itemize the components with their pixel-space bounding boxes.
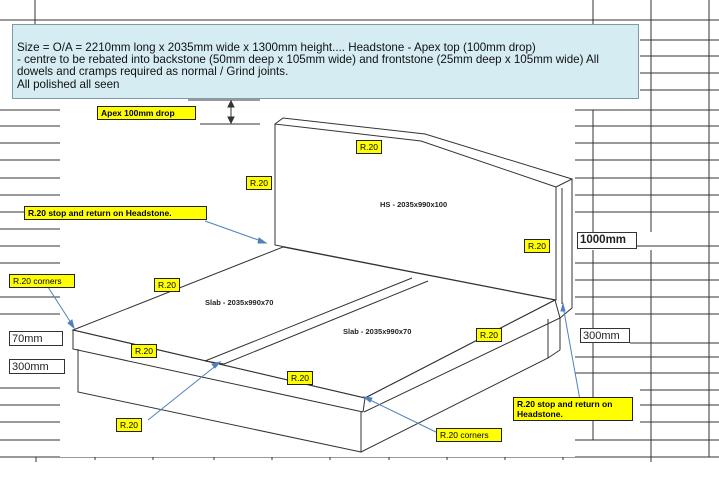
r20-label-slab-back: R.20 bbox=[154, 278, 180, 292]
r20-corners-label-right: R.20 corners bbox=[436, 428, 502, 442]
height-300mm-left-cell: 300mm bbox=[9, 359, 65, 374]
left-slab-dimensions: Slab - 2035x990x70 bbox=[205, 298, 274, 307]
right-slab-dimensions: Slab - 2035x990x70 bbox=[343, 327, 412, 336]
r20-corners-label-left: R.20 corners bbox=[9, 274, 75, 288]
r20-label-headstone-right: R.20 bbox=[524, 239, 550, 253]
r20-stop-return-line-2: Headstone. bbox=[517, 409, 563, 419]
r20-label-headstone-top: R.20 bbox=[356, 140, 382, 154]
r20-label-headstone-left: R.20 bbox=[246, 176, 272, 190]
headstone-dimensions: HS - 2035x990x100 bbox=[380, 200, 448, 209]
height-70mm-cell: 70mm bbox=[9, 331, 63, 346]
r20-label-slab-right: R.20 bbox=[476, 328, 502, 342]
spec-line-2: - centre to be rebated into backstone (5… bbox=[17, 53, 599, 67]
height-1000mm-cell: 1000mm bbox=[577, 232, 637, 249]
spec-line-1: Size = O/A = 2210mm long x 2035mm wide x… bbox=[17, 41, 536, 54]
height-300mm-right-cell: 300mm bbox=[580, 328, 630, 343]
specification-note: Size = O/A = 2210mm long x 2035mm wide x… bbox=[12, 24, 639, 99]
r20-label-base-left: R.20 bbox=[116, 418, 142, 432]
r20-label-slab-front-left: R.20 bbox=[131, 344, 157, 358]
apex-drop-label: Apex 100mm drop bbox=[97, 106, 196, 120]
r20-stop-return-line-1: R.20 stop and return on bbox=[517, 399, 613, 409]
r20-stop-return-headstone-label: R.20 stop and return on Headstone. bbox=[24, 206, 207, 220]
spec-line-4: All polished all seen bbox=[17, 77, 120, 91]
spec-line-3: dowels and cramps required as normal / G… bbox=[17, 65, 289, 79]
r20-label-slab-front-mid: R.20 bbox=[287, 371, 313, 385]
r20-stop-return-on-headstone-label: R.20 stop and return on Headstone. bbox=[513, 397, 633, 421]
